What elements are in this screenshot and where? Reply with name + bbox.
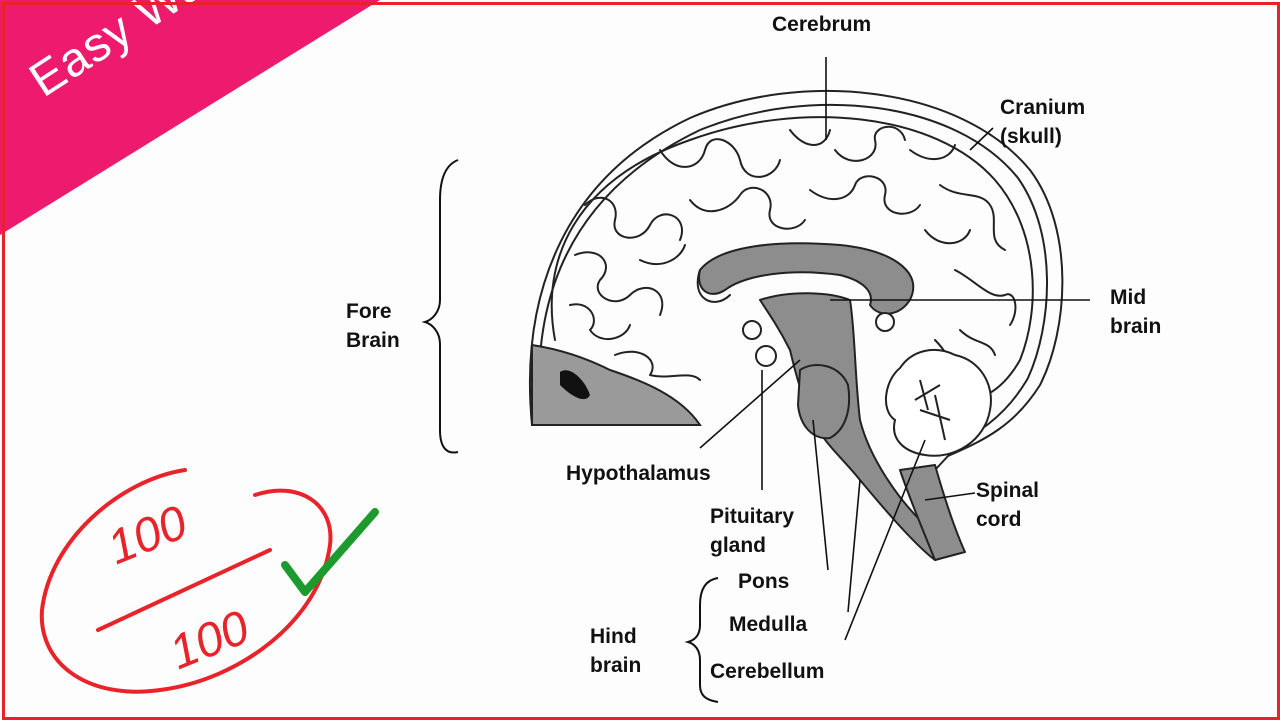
- pons-shape: [798, 365, 849, 438]
- label-medulla: Medulla: [729, 610, 807, 639]
- frontal-bone: [532, 345, 700, 425]
- fore-brain-brace: [425, 160, 458, 453]
- label-cranium: Cranium(skull): [1000, 93, 1085, 151]
- label-hypothalamus: Hypothalamus: [566, 459, 711, 488]
- cerebellum-shape: [886, 350, 991, 456]
- label-cerebrum: Cerebrum: [772, 10, 871, 39]
- label-pons: Pons: [738, 567, 789, 596]
- pituitary-gland: [756, 346, 776, 366]
- label-cerebellum: Cerebellum: [710, 657, 824, 686]
